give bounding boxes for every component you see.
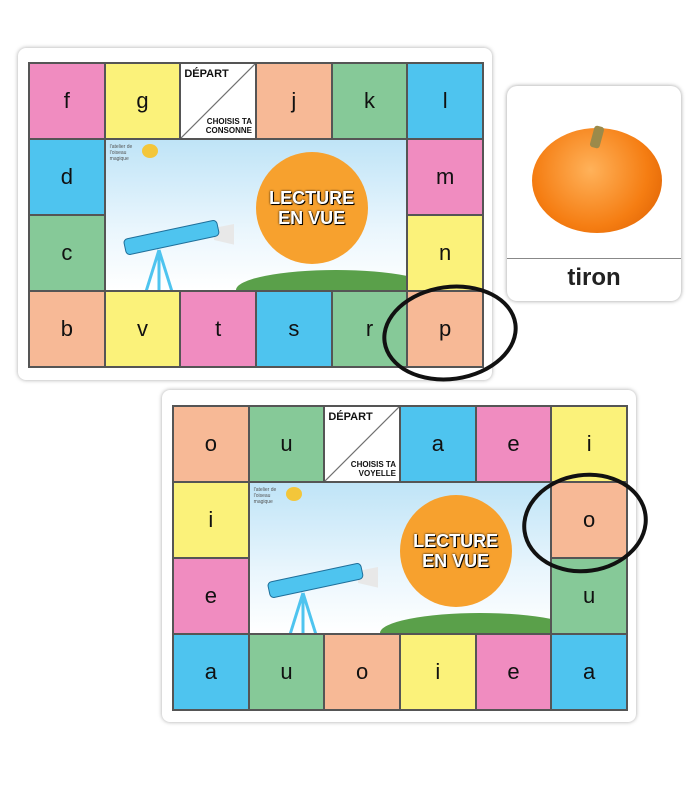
start-square[interactable]: DÉPART CHOISIS TA CONSONNE (180, 63, 256, 139)
board-square[interactable]: f (29, 63, 105, 139)
board-square[interactable]: o (173, 406, 249, 482)
board-square[interactable]: o (551, 482, 627, 558)
board-square[interactable]: t (180, 291, 256, 367)
board-square[interactable]: p (407, 291, 483, 367)
board-square[interactable]: e (475, 406, 552, 482)
board-square[interactable]: c (29, 215, 105, 291)
board-square[interactable]: u (248, 406, 325, 482)
board-square[interactable]: d (29, 139, 105, 215)
title-line: EN VUE (422, 551, 490, 571)
board-square[interactable]: i (173, 482, 249, 558)
start-label: DÉPART (184, 68, 229, 80)
start-label: DÉPART (328, 411, 373, 423)
board-square[interactable]: b (29, 291, 105, 367)
board-square[interactable]: u (551, 558, 627, 634)
board-square[interactable]: e (475, 634, 552, 710)
brand-logo: l'atelier de l'oiseau magique (253, 487, 277, 505)
brand-logo: l'atelier de l'oiseau magique (109, 144, 133, 162)
title-line: EN VUE (278, 208, 346, 228)
board-square[interactable]: i (399, 634, 476, 710)
board-square[interactable]: e (173, 558, 249, 634)
bird-icon (285, 487, 302, 501)
instruction-label: CHOISIS TA CONSONNE (205, 117, 252, 135)
telescope-icon (123, 220, 234, 290)
title-line: LECTURE (413, 531, 499, 551)
board-square[interactable]: a (173, 634, 249, 710)
hill (379, 613, 551, 633)
board-square[interactable]: r (331, 291, 408, 367)
board-square[interactable]: v (104, 291, 181, 367)
board-square[interactable]: o (324, 634, 400, 710)
board-square[interactable]: i (551, 406, 627, 482)
board-square[interactable]: g (104, 63, 181, 139)
card-word: tiron (567, 264, 621, 291)
title-line: LECTURE (269, 188, 355, 208)
board-square[interactable]: a (551, 634, 627, 710)
bird-icon (141, 144, 158, 158)
board-square[interactable]: m (407, 139, 483, 215)
board-square[interactable]: a (399, 406, 476, 482)
divider (507, 258, 681, 259)
board-square[interactable]: u (248, 634, 325, 710)
telescope-icon (267, 563, 378, 633)
instruction-label: CHOISIS TA VOYELLE (350, 460, 396, 478)
start-square[interactable]: DÉPART CHOISIS TA VOYELLE (324, 406, 400, 482)
board-square[interactable]: j (255, 63, 332, 139)
board-square[interactable]: s (255, 291, 332, 367)
board-square[interactable]: k (331, 63, 408, 139)
picture-card[interactable]: tiron (507, 86, 681, 301)
hill (235, 270, 407, 290)
board-square[interactable]: l (407, 63, 483, 139)
board-square[interactable]: n (407, 215, 483, 291)
